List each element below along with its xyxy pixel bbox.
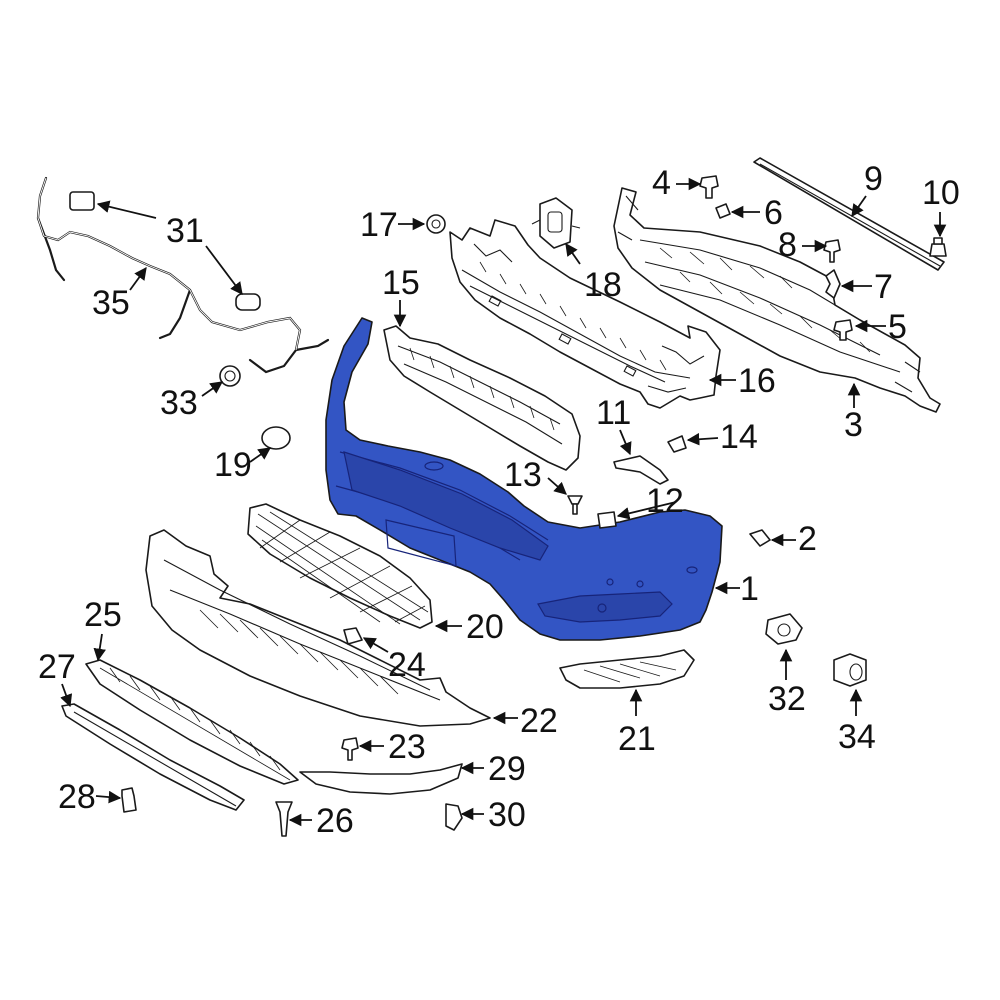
callout-5[interactable]: 5 — [888, 308, 907, 346]
callout-18[interactable]: 18 — [584, 266, 622, 304]
callout-25[interactable]: 25 — [84, 596, 122, 634]
part-30-clip[interactable] — [445, 803, 463, 831]
bumper-cover-shape[interactable] — [325, 317, 723, 641]
part-7-clip[interactable] — [825, 269, 841, 299]
part-20-grille[interactable] — [247, 503, 433, 629]
part-33-grommet[interactable] — [219, 365, 241, 387]
callout-26[interactable]: 26 — [316, 802, 354, 840]
part-32-sensor[interactable] — [765, 613, 803, 645]
part-22-shield[interactable] — [145, 529, 491, 727]
callout-1[interactable]: 1 — [740, 570, 759, 608]
callout-14[interactable]: 14 — [720, 418, 758, 456]
part-29-trim[interactable] — [299, 763, 463, 795]
part-28-bolt[interactable] — [121, 787, 137, 813]
callout-16[interactable]: 16 — [738, 362, 776, 400]
part-27-trim[interactable] — [61, 703, 245, 811]
part-12-clip[interactable] — [597, 511, 617, 529]
part-23-bolt[interactable] — [341, 737, 359, 761]
part-10-clip[interactable] — [929, 237, 947, 257]
part-21-bezel[interactable] — [559, 649, 695, 689]
part-15-absorber[interactable] — [383, 325, 581, 471]
part-34-sensor-ring[interactable] — [833, 653, 867, 687]
callout-20[interactable]: 20 — [466, 608, 504, 646]
callout-23[interactable]: 23 — [388, 728, 426, 766]
callout-33[interactable]: 33 — [160, 384, 198, 422]
callout-24[interactable]: 24 — [388, 646, 426, 684]
part-26-pushpin[interactable] — [275, 801, 293, 837]
callout-8[interactable]: 8 — [778, 226, 797, 264]
part-9-strip[interactable] — [753, 157, 945, 271]
part-1-bumper-cover[interactable] — [325, 317, 723, 641]
callout-34[interactable]: 34 — [838, 718, 876, 756]
part-25-lower-grille[interactable] — [85, 659, 299, 785]
callout-29[interactable]: 29 — [488, 750, 526, 788]
part-19-ring[interactable] — [261, 426, 291, 450]
part-14-clip[interactable] — [667, 435, 687, 453]
part-8-bolt[interactable] — [823, 239, 841, 263]
callout-30[interactable]: 30 — [488, 796, 526, 834]
callout-2[interactable]: 2 — [798, 520, 817, 558]
callout-labels: 1 2 3 4 5 6 7 8 9 10 11 12 13 14 15 16 1… — [38, 160, 960, 840]
part-4-bolt[interactable] — [699, 175, 719, 199]
part-5-screw[interactable] — [833, 319, 853, 341]
callout-13[interactable]: 13 — [504, 456, 542, 494]
callout-7[interactable]: 7 — [874, 268, 893, 306]
part-35-wiring-harness[interactable] — [36, 176, 330, 374]
callout-11[interactable]: 11 — [596, 394, 631, 432]
callout-22[interactable]: 22 — [520, 702, 558, 740]
callout-9[interactable]: 9 — [864, 160, 883, 198]
part-24-bracket[interactable] — [343, 627, 363, 645]
callout-32[interactable]: 32 — [768, 680, 806, 718]
callout-19[interactable]: 19 — [214, 446, 252, 484]
callout-6[interactable]: 6 — [764, 194, 783, 232]
callout-17[interactable]: 17 — [360, 206, 398, 244]
part-17-grommet[interactable] — [426, 214, 446, 234]
part-3-absorber[interactable] — [613, 187, 941, 413]
part-2-clip[interactable] — [749, 529, 771, 547]
callout-3[interactable]: 3 — [844, 406, 863, 444]
callout-21[interactable]: 21 — [618, 720, 656, 758]
callout-15[interactable]: 15 — [382, 264, 420, 302]
callout-27[interactable]: 27 — [38, 648, 76, 686]
callout-4[interactable]: 4 — [652, 164, 671, 202]
part-11-bracket[interactable] — [613, 455, 669, 485]
callout-35[interactable]: 35 — [92, 284, 130, 322]
part-13-pushpin[interactable] — [567, 495, 583, 515]
callout-12[interactable]: 12 — [646, 482, 684, 520]
callout-31[interactable]: 31 — [166, 212, 204, 250]
part-6-nut[interactable] — [715, 203, 731, 219]
callout-28[interactable]: 28 — [58, 778, 96, 816]
part-18-bracket[interactable] — [531, 197, 581, 249]
part-16-reinforcement[interactable] — [449, 219, 721, 409]
leader-lines — [60, 177, 947, 827]
callout-10[interactable]: 10 — [922, 174, 960, 212]
